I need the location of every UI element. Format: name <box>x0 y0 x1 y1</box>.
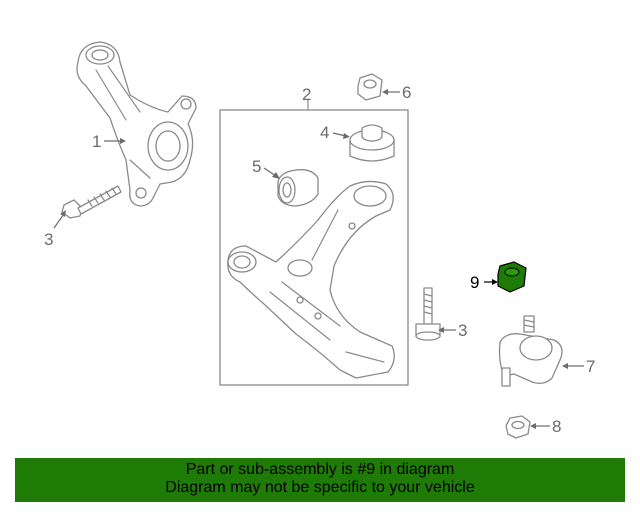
control-arm-part <box>227 180 395 379</box>
callout-leaders <box>53 89 584 429</box>
nut-top-part <box>357 73 383 101</box>
ball-joint-part <box>498 315 563 387</box>
callout-3-left: 3 <box>44 230 53 249</box>
bolt-right-part <box>415 287 441 341</box>
callout-8: 8 <box>552 417 561 436</box>
control-arm-assembly-frame <box>219 109 409 386</box>
nut-highlighted-part <box>497 261 527 293</box>
callout-6: 6 <box>402 83 411 102</box>
info-banner: Part or sub-assembly is #9 in diagram Di… <box>15 458 625 502</box>
nut-bottom-part <box>505 415 531 439</box>
callout-1: 1 <box>92 132 101 151</box>
callout-2: 2 <box>302 85 311 104</box>
bushing-large-part <box>349 124 395 162</box>
callout-9: 9 <box>470 273 479 292</box>
parts-diagram: 1 2 3 3 4 5 6 7 8 9 <box>44 41 595 439</box>
callout-7: 7 <box>586 357 595 376</box>
callout-5: 5 <box>252 157 261 176</box>
banner-line-2: Diagram may not be specific to your vehi… <box>165 479 475 496</box>
steering-knuckle-part <box>76 41 197 207</box>
bushing-small-part <box>277 169 319 207</box>
banner-line-1: Part or sub-assembly is #9 in diagram <box>185 461 455 478</box>
callout-4: 4 <box>320 123 329 142</box>
bolt-left-part <box>61 185 122 219</box>
callout-3-right: 3 <box>458 321 467 340</box>
